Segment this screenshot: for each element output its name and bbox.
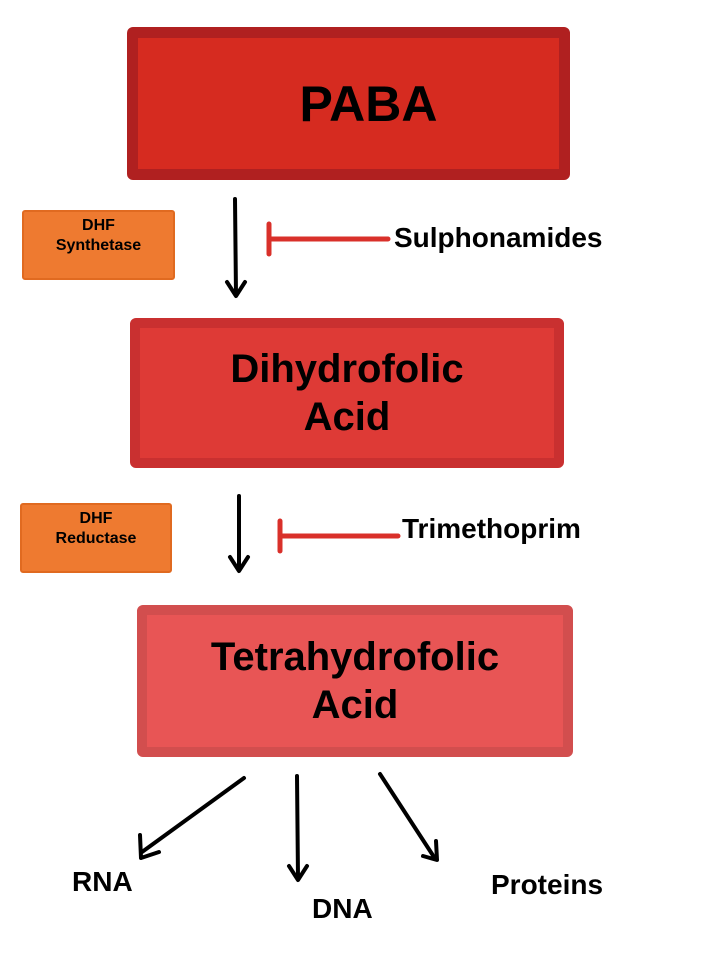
dhf-reductase-enzyme: DHF Reductase xyxy=(20,503,172,573)
arrow-thf-to-rna xyxy=(138,776,246,860)
dhf-line-1: Dihydrofolic xyxy=(230,347,464,391)
arrow-paba-to-dhf xyxy=(225,197,247,298)
paba-node: PABA xyxy=(127,27,570,180)
dhf-line-2: Acid xyxy=(303,395,391,439)
tetrahydrofolic-acid-node: Tetrahydrofolic Acid xyxy=(137,605,573,757)
dhf-synthetase-enzyme: DHF Synthetase xyxy=(22,210,175,280)
thf-line-1: Tetrahydrofolic xyxy=(210,635,500,679)
inhibition-bar-trimethoprim xyxy=(277,518,401,554)
product-dna: DNA xyxy=(312,893,373,924)
arrow-thf-to-dna xyxy=(287,774,309,882)
enzyme-line-2: Synthetase xyxy=(55,237,142,254)
enzyme-line-1: DHF xyxy=(79,510,113,527)
trimethoprim-label: Trimethoprim xyxy=(402,513,581,544)
enzyme-line-2: Reductase xyxy=(55,530,137,547)
sulphonamides-label: Sulphonamides xyxy=(394,222,603,253)
thf-line-2: Acid xyxy=(311,683,399,727)
product-rna: RNA xyxy=(72,866,133,897)
enzyme-line-1: DHF xyxy=(82,217,115,234)
paba-label: PABA xyxy=(299,75,438,132)
arrow-dhf-to-thf xyxy=(228,494,250,573)
inhibition-bar-sulphonamides xyxy=(266,221,391,257)
dihydrofolic-acid-node: Dihydrofolic Acid xyxy=(130,318,564,468)
arrow-thf-to-proteins xyxy=(378,772,439,862)
product-proteins: Proteins xyxy=(491,869,604,900)
